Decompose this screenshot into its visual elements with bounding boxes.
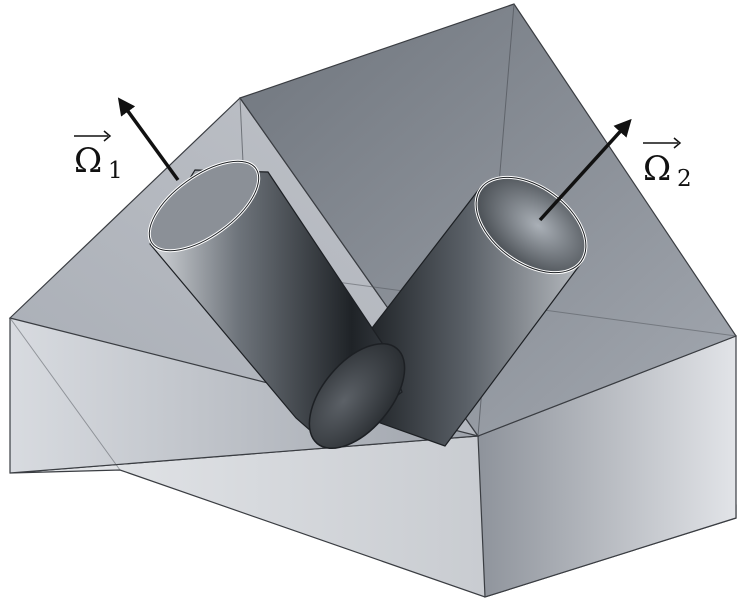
omega-1-arrow	[117, 97, 180, 182]
omega-1-subscript: 1	[108, 158, 123, 184]
tube-2-opening-rim	[475, 176, 587, 274]
omega-2-label: Ω 2	[643, 137, 692, 192]
housing-body	[8, 3, 737, 598]
omega-2-symbol: Ω	[643, 149, 671, 189]
vector-overline-arrowhead	[103, 130, 112, 142]
omega-1-label: Ω 1	[74, 130, 123, 184]
vector-overline-arrowhead	[673, 137, 682, 149]
tube-1-end-cap	[308, 342, 406, 450]
tube-1-top-opening-rim	[148, 160, 260, 252]
omega-2-arrow	[538, 118, 632, 222]
tube-1	[147, 159, 406, 450]
housing-inner-edge	[9, 317, 121, 471]
omega-1-symbol: Ω	[74, 141, 102, 181]
omega-2-subscript: 2	[677, 166, 692, 192]
